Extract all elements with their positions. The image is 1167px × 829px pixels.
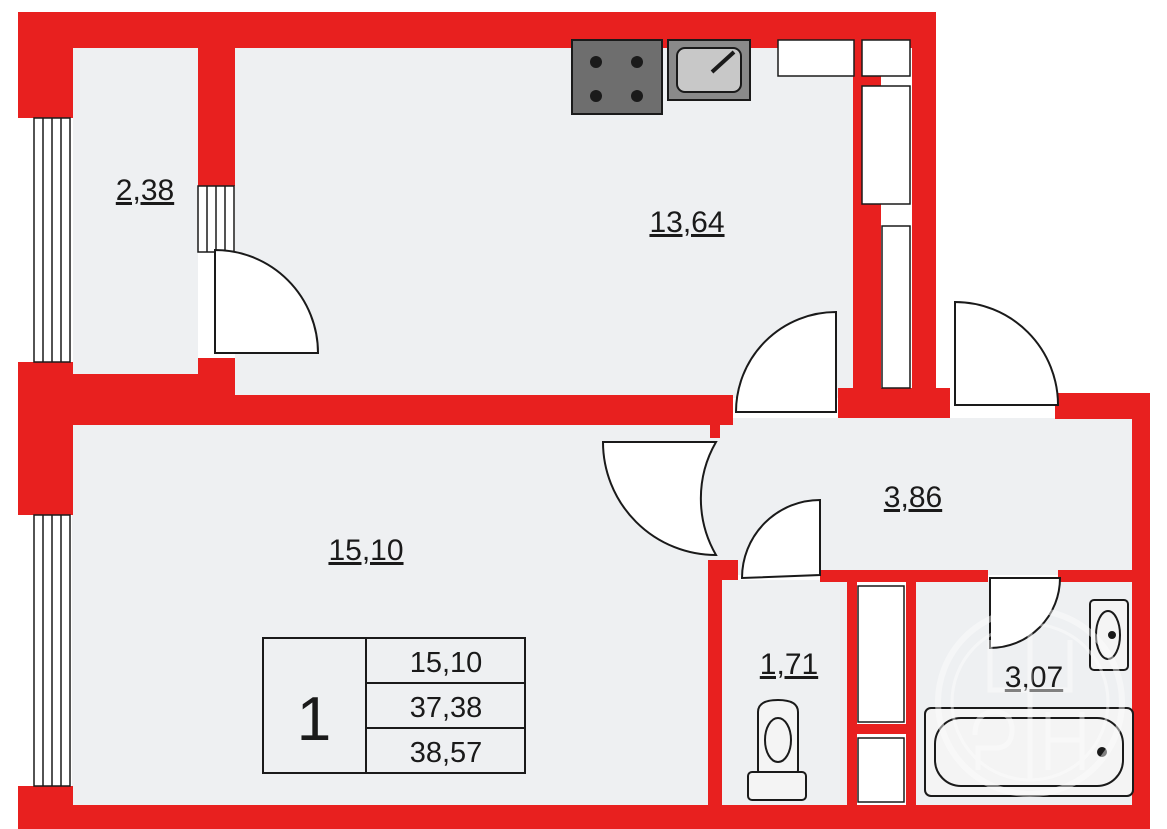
door-kitchen [734, 310, 837, 413]
wall-bath-top [820, 570, 988, 582]
window-balcony [33, 117, 71, 363]
burner-2 [631, 56, 643, 68]
walls [18, 12, 1150, 829]
kitchen-shaft [777, 39, 911, 389]
burner-1 [590, 56, 602, 68]
wall-shaft-bottom [838, 388, 950, 418]
window-living-room [33, 514, 71, 787]
wall-hall-left [710, 418, 720, 438]
toilet-shaft-box-2 [857, 737, 905, 803]
wall-shaft2-mid [857, 724, 906, 734]
wall-kitchen-living [73, 395, 733, 425]
rooms-count: 1 [297, 685, 331, 754]
shaft-box-4 [881, 225, 911, 389]
living-room-area: 15,10 [328, 534, 403, 567]
shaft-box-3 [861, 85, 911, 205]
door-balcony [214, 248, 320, 354]
toilet-shaft [857, 585, 905, 803]
bathroom-area: 3,07 [1005, 661, 1063, 694]
door-bathroom [989, 577, 1062, 650]
watermark-logo [935, 607, 1125, 797]
balcony-floor [73, 48, 198, 378]
hall-area: 3,86 [884, 481, 942, 514]
summary-table: 1 15,10 37,38 38,57 [262, 637, 526, 774]
toilet-bowl [747, 698, 807, 801]
toilet-shaft-box-1 [857, 585, 905, 723]
wall-right [1132, 393, 1150, 818]
wall-shaft-right [912, 12, 936, 402]
summary-table-frame [262, 637, 526, 774]
stove [571, 39, 663, 115]
wall-toilet-top-left [708, 560, 738, 580]
balcony-area: 2,38 [116, 174, 174, 207]
kitchen-floor [235, 38, 855, 398]
shaft-box-2 [861, 39, 911, 77]
toilet-area: 1,71 [760, 648, 818, 681]
area-labels: 2,38 13,64 15,10 3,86 1,71 3,07 [116, 174, 1063, 694]
kitchen-area: 13,64 [649, 206, 724, 239]
bathtub [924, 707, 1134, 797]
kitchen-sink [667, 39, 751, 101]
burner-3 [590, 90, 602, 102]
living-room-floor [72, 425, 717, 805]
washbasin [1089, 599, 1129, 671]
wall-left-middle [18, 362, 73, 515]
door-entrance [954, 300, 1060, 406]
wall-toilet-right [847, 580, 857, 810]
wall-shaft2-right [906, 580, 916, 810]
wall-balcony-bottom [73, 374, 235, 398]
windows [33, 117, 235, 787]
shaft-box-1 [777, 39, 855, 77]
total-with-balcony-value: 38,57 [410, 737, 483, 769]
window-kitchen-balcony [197, 185, 235, 253]
burner-4 [631, 90, 643, 102]
wall-toilet-left [708, 560, 722, 810]
total-area-value: 37,38 [410, 692, 483, 724]
floors [72, 38, 1135, 805]
wall-bottom [60, 805, 1150, 829]
wall-balcony-kitchen [198, 38, 235, 186]
door-living-room [601, 441, 718, 557]
doors [214, 248, 1062, 650]
door-toilet [740, 498, 821, 580]
wall-top-left-stub [18, 12, 73, 118]
living-area-value: 15,10 [410, 647, 483, 679]
wall-bath-top-right [1058, 570, 1138, 582]
